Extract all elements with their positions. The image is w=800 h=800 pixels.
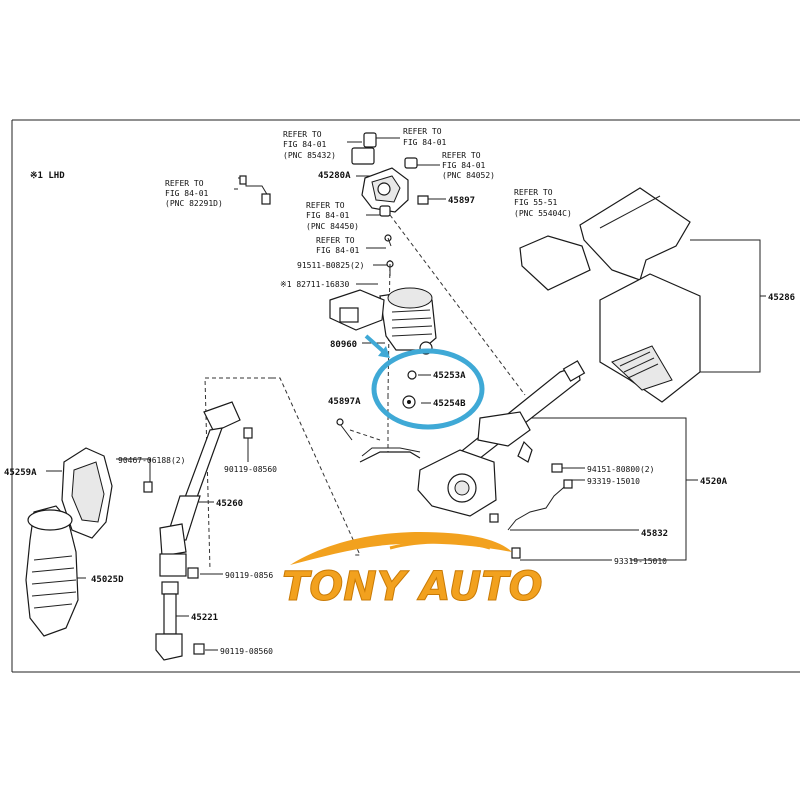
ref-84-01-b: REFER TO FIG 84-01 [316,236,360,255]
svg-text:FIG 84-01: FIG 84-01 [306,211,350,220]
svg-text:REFER TO: REFER TO [403,127,442,136]
ref-84450: REFER TO FIG 84-01 (PNC 84450) [306,201,359,231]
part-94151: 94151-80800(2) [587,465,654,474]
svg-text:(PNC 55404C): (PNC 55404C) [514,209,572,218]
part-45259a: 45259A [4,468,37,478]
ref-85432: REFER TO FIG 84-01 (PNC 85432) [283,130,336,160]
svg-text:REFER TO: REFER TO [283,130,322,139]
part-90119-a: 90119-08560 [224,465,277,474]
boot-assembly [25,447,153,637]
svg-text:FIG 55-51: FIG 55-51 [514,198,558,207]
intermediate-shaft-45260 [159,401,253,579]
tony-auto-watermark: TONY AUTO [282,532,543,611]
part-45897a: 45897A [328,397,361,407]
part-45286: 45286 [768,293,795,303]
gear-45253a-icon [407,370,417,380]
svg-text:FIG 84-01: FIG 84-01 [403,138,447,147]
highlight-callout [364,334,485,430]
part-45025d: 45025D [91,575,124,585]
svg-text:(PNC 84450): (PNC 84450) [306,222,359,231]
steering-column-4520a [336,360,586,559]
part-45260: 45260 [216,499,243,509]
svg-text:REFER TO: REFER TO [442,151,481,160]
part-90119-b: 90119-0856 [225,571,273,580]
svg-text:FIG 84-01: FIG 84-01 [283,140,327,149]
part-45897: 45897 [448,196,475,206]
part-93319-a: 93319-15010 [587,477,640,486]
svg-text:(PNC 85432): (PNC 85432) [283,151,336,160]
part-80960: 80960 [330,340,357,350]
part-4520a: 4520A [700,477,728,487]
lhd-note: ※1 LHD [30,171,65,181]
part-45280a: 45280A [318,171,351,181]
svg-text:(PNC 82291D): (PNC 82291D) [165,199,223,208]
column-covers-45286 [519,187,701,403]
ref-84052: REFER TO FIG 84-01 (PNC 84052) [442,151,495,180]
part-91511: 91511-B0825(2) [297,261,364,270]
part-82711: ※1 82711-16830 [280,280,350,289]
watermark-text: TONY AUTO [282,564,543,610]
assembly-dashed-lines [204,214,526,571]
svg-text:REFER TO: REFER TO [165,179,204,188]
ref-84-01-a: REFER TO FIG 84-01 [403,127,447,147]
svg-text:FIG 84-01: FIG 84-01 [165,189,209,198]
svg-text:FIG 84-01: FIG 84-01 [442,161,486,170]
part-45221: 45221 [191,613,218,623]
motor-80960 [329,287,437,355]
svg-text:(PNC 84052): (PNC 84052) [442,171,495,180]
svg-text:REFER TO: REFER TO [306,201,345,210]
svg-text:REFER TO: REFER TO [316,236,355,245]
part-90119-c: 90119-08560 [220,647,273,656]
part-93319-b: 93319-15010 [614,557,667,566]
part-90467: 90467-06188(2) [118,456,185,465]
svg-text:FIG 84-01: FIG 84-01 [316,246,360,255]
svg-text:REFER TO: REFER TO [514,188,553,197]
ref-55404c: REFER TO FIG 55-51 (PNC 55404C) [514,188,572,218]
switch-housing-45280a [238,132,429,276]
part-45254b: 45254B [433,399,466,409]
ref-82291d: REFER TO FIG 84-01 (PNC 82291D) [165,179,223,208]
part-45832: 45832 [641,529,668,539]
lower-shaft-45221 [155,581,205,661]
part-45253a: 45253A [433,371,466,381]
